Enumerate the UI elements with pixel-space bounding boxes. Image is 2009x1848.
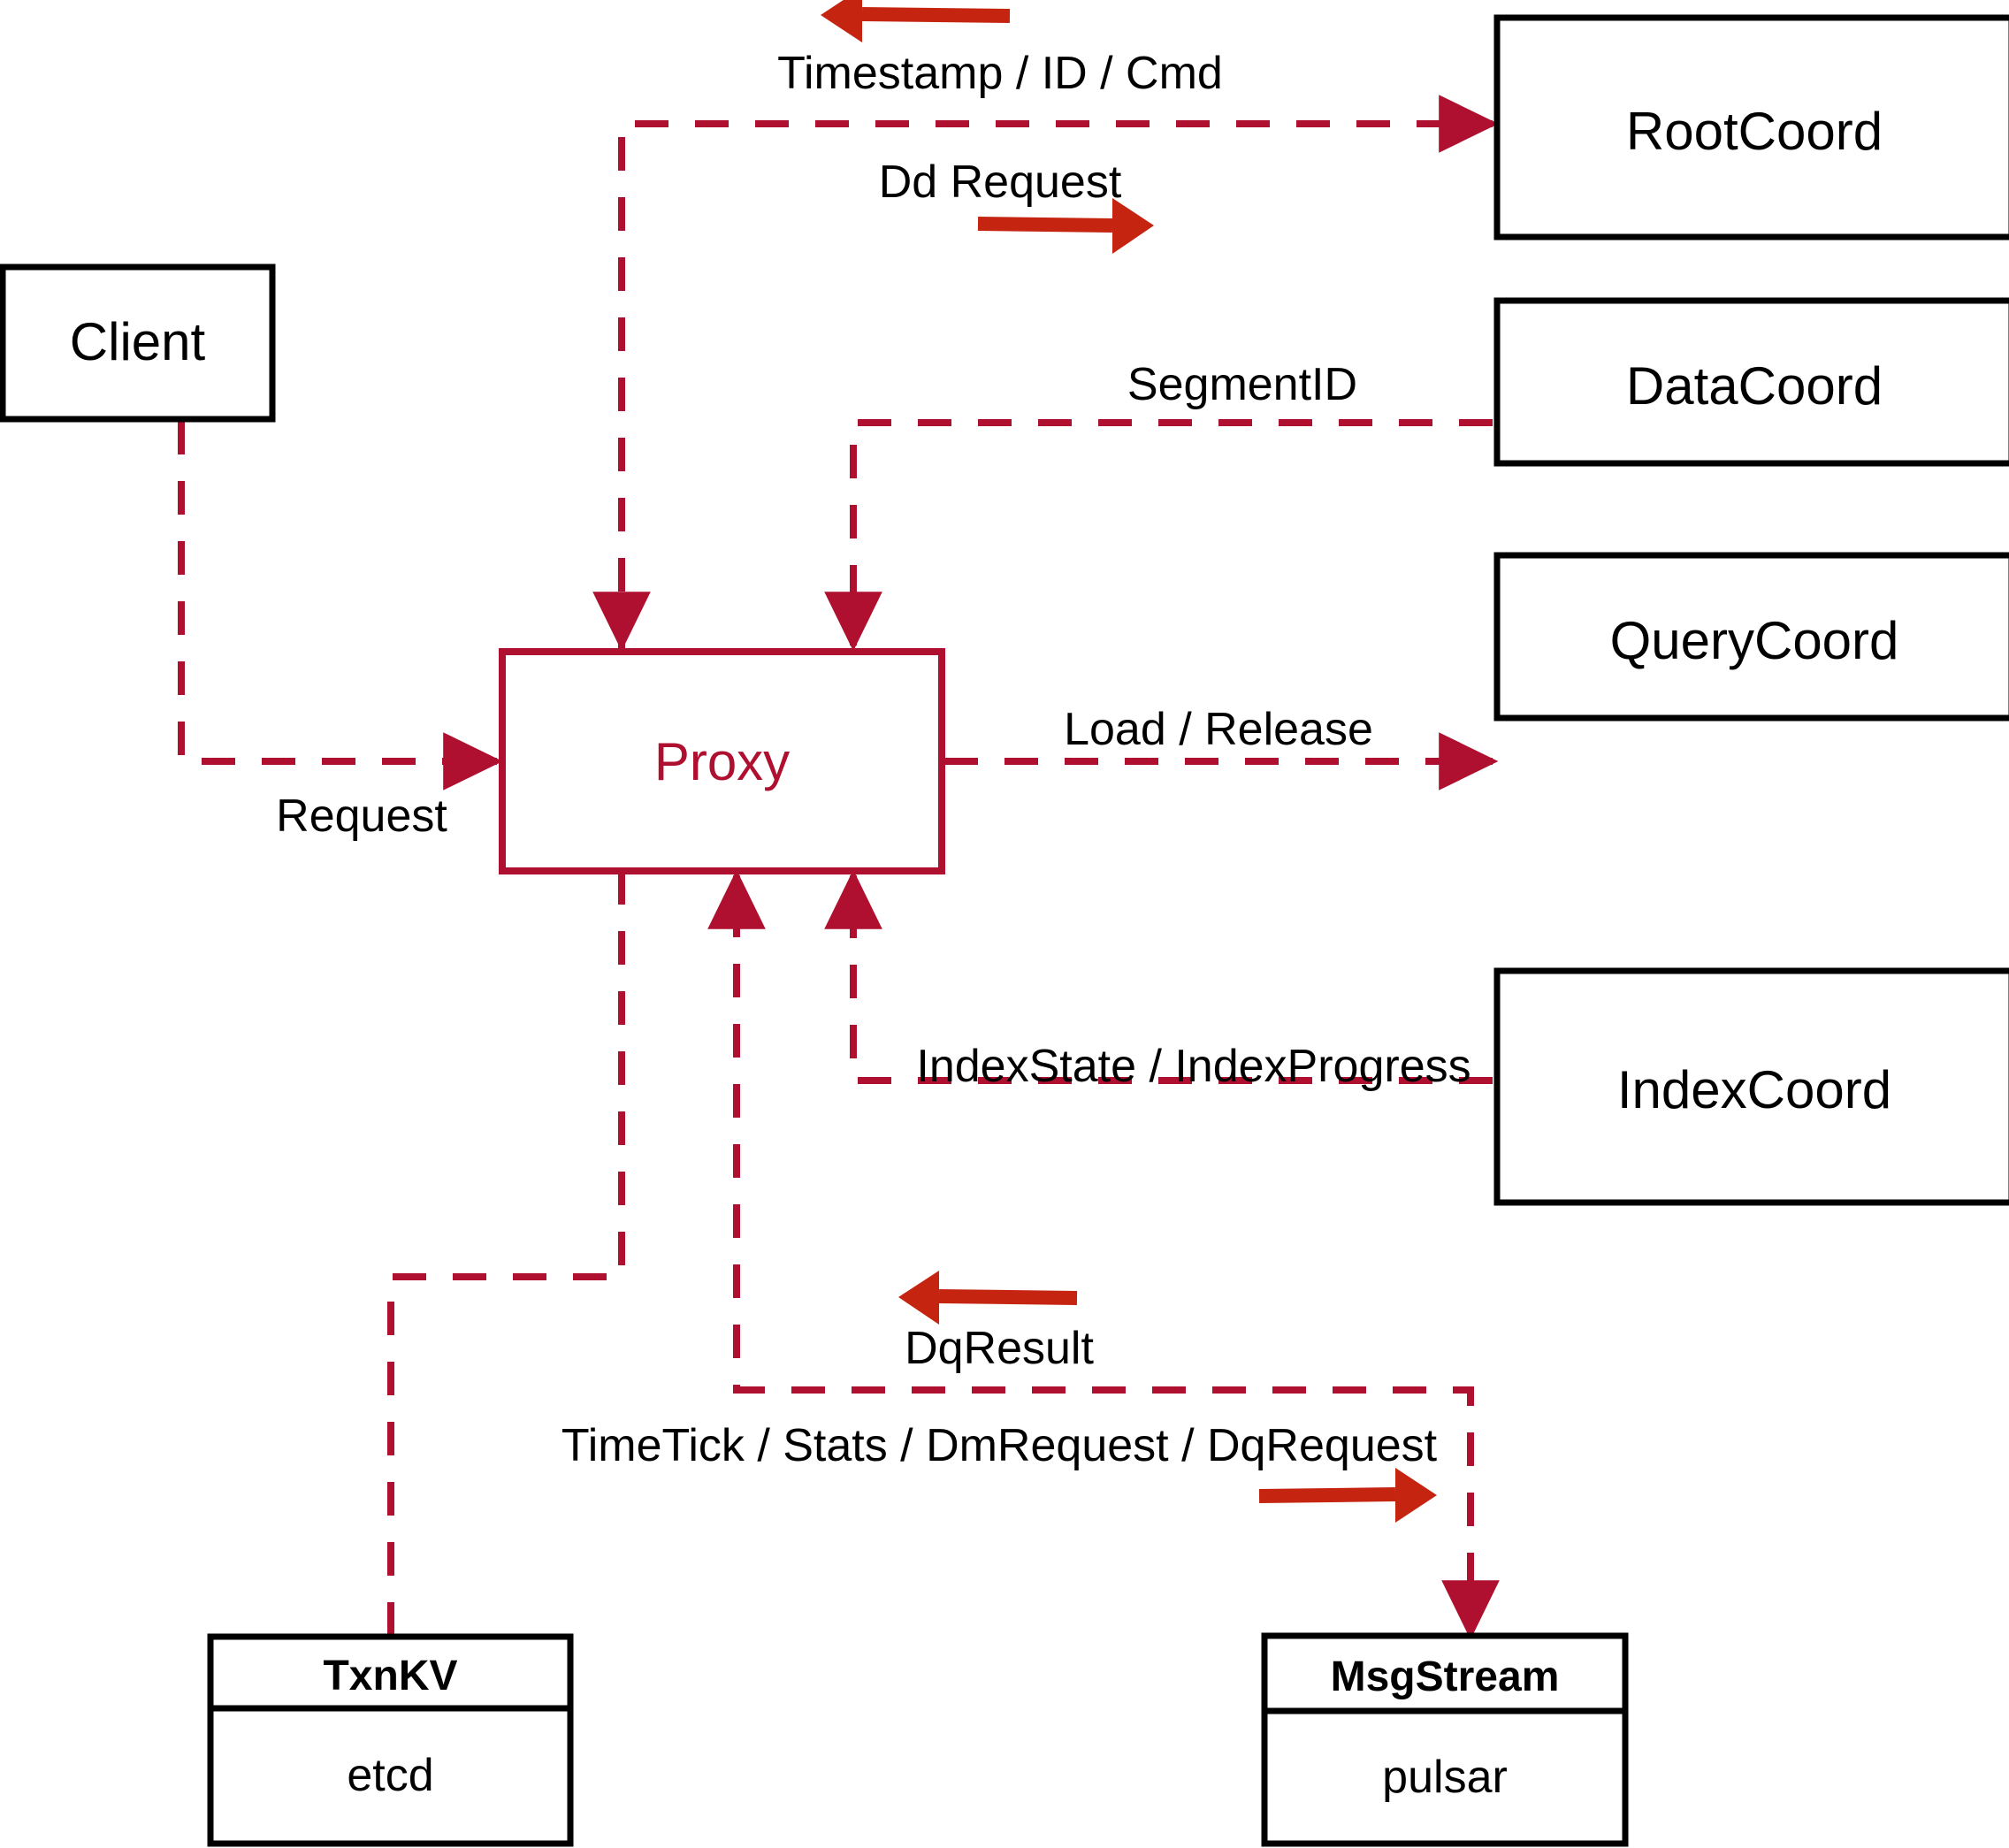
node-box-querycoord[interactable]: [1493, 552, 2009, 722]
connection-proxy-rootcoord: [592, 95, 1499, 652]
node-box-rootcoord[interactable]: [1493, 14, 2009, 241]
node-box-indexcoord[interactable]: [1493, 967, 2009, 1206]
connection-datacoord-proxy: [824, 419, 1493, 652]
connection-client-proxy: [178, 421, 503, 790]
node-box-datacoord[interactable]: [1493, 297, 2009, 467]
connection-indexcoord-proxy: [824, 869, 1493, 1084]
connection-proxy-txnkv: [387, 871, 625, 1637]
node-box-client[interactable]: [0, 263, 276, 423]
bold-arrow-timestamp-left: [821, 0, 1011, 42]
bold-arrow-dd-request-right: [977, 198, 1154, 254]
node-box-txnkv[interactable]: [207, 1633, 574, 1847]
node-box-proxy[interactable]: [499, 648, 945, 874]
bold-arrow-dqresult-left: [898, 1271, 1078, 1325]
connection-proxy-msgstream: [707, 869, 1500, 1640]
bold-arrow-dmrequest-right: [1258, 1468, 1437, 1523]
node-box-msgstream[interactable]: [1261, 1632, 1629, 1847]
